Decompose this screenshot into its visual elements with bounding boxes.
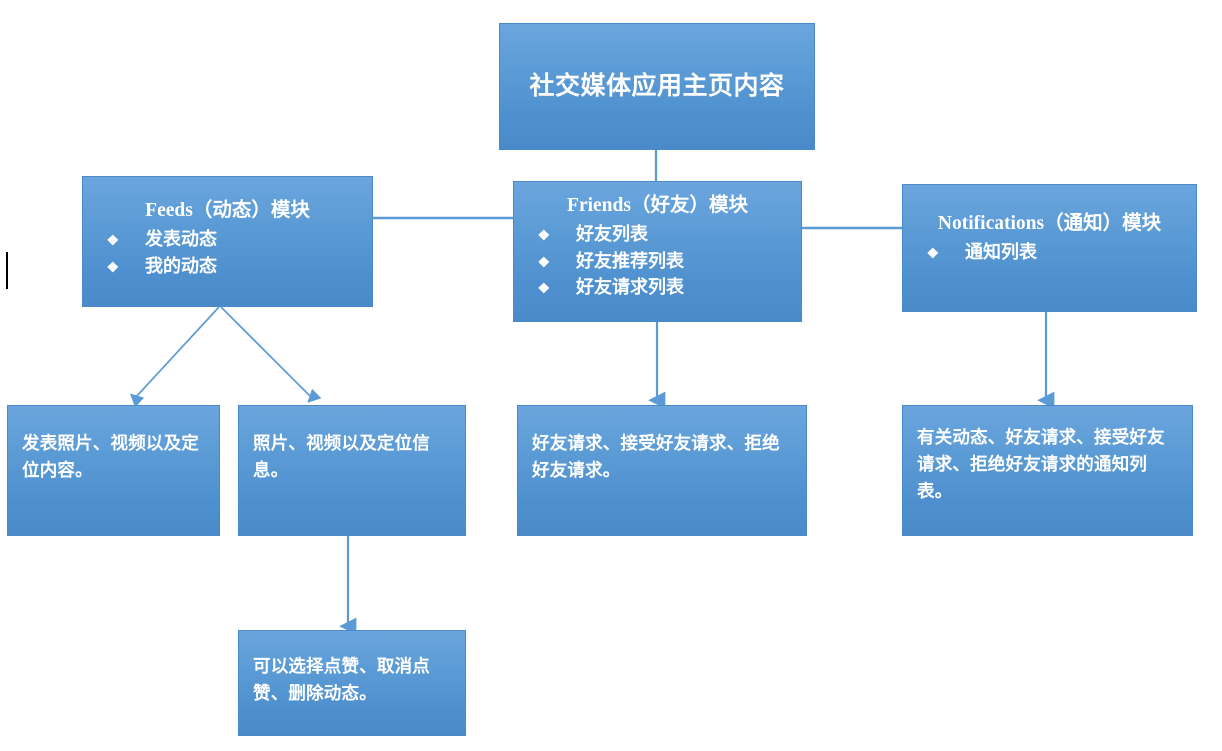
left-edge-marker: [6, 252, 8, 289]
node-notifications-title: Notifications（通知）模块: [937, 213, 1162, 234]
friends-item-list: ❖ 好友列表 ❖ 好友推荐列表 ❖ 好友请求列表: [514, 221, 801, 301]
list-item[interactable]: ❖ 发表动态: [83, 226, 372, 253]
connector-feeds-to-mine-desc: [220, 306, 322, 403]
diamond-bullet-icon: ❖: [537, 282, 550, 298]
feeds-item-label: 发表动态: [145, 228, 217, 249]
friends-item-label: 好友请求列表: [576, 277, 684, 298]
node-desc-friends-requests[interactable]: 好友请求、接受好友请求、拒绝好友请求。: [517, 405, 807, 536]
diamond-bullet-icon: ❖: [537, 228, 550, 244]
list-item[interactable]: ❖ 好友推荐列表: [514, 248, 801, 275]
list-item[interactable]: ❖ 好友列表: [514, 221, 801, 248]
feeds-item-label: 我的动态: [145, 255, 217, 276]
node-feeds-module[interactable]: Feeds（动态）模块 ❖ 发表动态 ❖ 我的动态: [82, 176, 373, 307]
list-item[interactable]: ❖ 好友请求列表: [514, 274, 801, 301]
friends-item-label: 好友推荐列表: [576, 250, 684, 271]
diamond-bullet-icon: ❖: [537, 255, 550, 271]
node-feeds-title: Feeds（动态）模块: [145, 200, 310, 221]
node-desc-feeds-mine[interactable]: 照片、视频以及定位信息。: [238, 405, 466, 536]
desc-feeds-post-text: 发表照片、视频以及定位内容。: [22, 433, 199, 481]
list-item[interactable]: ❖ 通知列表: [903, 239, 1196, 266]
diamond-bullet-icon: ❖: [926, 246, 939, 262]
node-root-title: 社交媒体应用主页内容: [529, 72, 785, 100]
desc-notifications-list-text: 有关动态、好友请求、接受好友请求、拒绝好友请求的通知列表。: [917, 427, 1165, 502]
node-desc-feeds-post[interactable]: 发表照片、视频以及定位内容。: [7, 405, 220, 536]
node-friends-title: Friends（好友）模块: [567, 195, 748, 216]
diamond-bullet-icon: ❖: [106, 233, 119, 249]
diamond-bullet-icon: ❖: [106, 260, 119, 276]
node-desc-feeds-actions[interactable]: 可以选择点赞、取消点赞、删除动态。: [238, 630, 466, 736]
node-root[interactable]: 社交媒体应用主页内容: [499, 23, 815, 150]
connector-feeds-to-post-desc: [129, 306, 220, 408]
desc-feeds-mine-text: 照片、视频以及定位信息。: [253, 433, 430, 481]
notifications-item-list: ❖ 通知列表: [903, 239, 1196, 266]
node-notifications-module[interactable]: Notifications（通知）模块 ❖ 通知列表: [902, 184, 1197, 312]
desc-feeds-actions-text: 可以选择点赞、取消点赞、删除动态。: [253, 656, 430, 704]
node-desc-notifications-list[interactable]: 有关动态、好友请求、接受好友请求、拒绝好友请求的通知列表。: [902, 405, 1193, 536]
node-friends-module[interactable]: Friends（好友）模块 ❖ 好友列表 ❖ 好友推荐列表 ❖ 好友请求列表: [513, 181, 802, 322]
friends-item-label: 好友列表: [576, 223, 648, 244]
list-item[interactable]: ❖ 我的动态: [83, 253, 372, 280]
desc-friends-requests-text: 好友请求、接受好友请求、拒绝好友请求。: [532, 433, 780, 481]
notifications-item-label: 通知列表: [965, 241, 1037, 262]
feeds-item-list: ❖ 发表动态 ❖ 我的动态: [83, 226, 372, 279]
